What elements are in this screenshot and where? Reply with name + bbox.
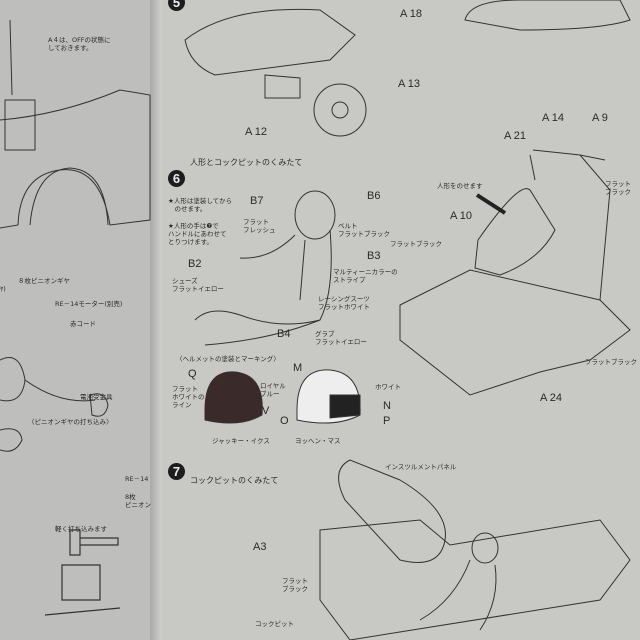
step-6-title: 人形とコックピットのくみたて [190,158,303,167]
partial-paren: ﾔ) [0,285,6,293]
dashboard-drawing [184,8,356,76]
part-a21: A 21 [504,130,527,142]
switch-drawing [4,19,36,151]
step-7-badge: 7 [168,463,185,480]
part-b6: B6 [367,190,381,202]
motor-label: RE－14モーター(別売) [55,300,123,308]
part-b3: B3 [367,250,381,262]
cockpit-label: コックピット [255,620,294,628]
helmet2-m: M [293,362,303,374]
helmet1-q: Q [188,368,197,380]
car-view-drawing [464,0,631,31]
part-b2: B2 [188,258,202,270]
suit-color-label: レーシングスーツ フラットホワイト [318,295,370,312]
wheel-arch-drawing [29,167,109,226]
instrument-panel-label: インスツルメントパネル [385,463,457,471]
step-6-badge: 6 [168,170,185,187]
cockpit-drawing [319,519,631,640]
helmet2-name: ヨッヘン・マス [295,437,341,445]
helmet1-name: ジャッキー・イクス [212,437,270,445]
part-a14: A 14 [542,112,565,124]
flat-black-label-4: フラット ブラック [282,577,308,594]
helmet2-o: O [280,415,289,427]
battery-clip-label: 電池受金具 [80,393,113,401]
figure-helmet-drawing [294,190,336,240]
note-paint-first: ★人形は塗装してから のせます。 [168,197,233,214]
hammer-drawing [44,529,121,616]
chassis-floor-drawing [399,269,631,396]
belt-color-label: ベルト フラットブラック [338,222,390,239]
helmet1-line-label: フラット ホワイトの ライン [172,385,205,410]
steering-wheel-drawing [313,83,367,137]
part-a12: A 12 [245,126,268,138]
pinion8-label: 8枚 ピニオン [125,493,151,510]
helmet1-v: V [262,405,270,417]
helmet-jacky-drawing [204,371,263,424]
note-hands: ★人形の手は❼で ハンドルにあわせて とりつけます。 [168,222,227,247]
helmet2-n: N [383,400,391,412]
flat-black-label-3: フラットブラック [585,358,637,366]
part-a18: A 18 [400,8,423,20]
helmet1-royal-blue: ロイヤル ブルー [260,382,286,399]
pinion-section-title: 〈ピニオンギヤの打ち込み〉 [28,418,113,426]
flat-black-label-1: フラット ブラック [605,180,631,197]
figure-body-drawing [194,229,332,346]
part-b7: B7 [250,195,264,207]
body-shell-drawing [0,89,151,229]
step-5-badge: 5 [168,0,185,11]
part-a9: A 9 [592,112,608,124]
helmet2-white: ホワイト [375,383,401,391]
a4-note: A４は、OFFの状態に しておきます。 [48,36,111,53]
page-gutter [150,0,162,640]
arrow-icon [475,193,507,215]
red-cord-label: 赤コード [70,320,96,328]
part-a24: A 24 [540,392,563,404]
flesh-color-label: フラット フレッシュ [243,218,276,235]
rollbar-drawing [529,149,611,301]
step-7-title: コックピットのくみたて [190,476,279,485]
motor-drawing [0,357,96,402]
helmet2-p: P [383,415,391,427]
part-a10: A 10 [450,210,473,222]
place-figure-label: 人形をのせます [437,182,483,190]
seat-drawing [474,188,556,276]
helmet-section-title: 〈ヘルメットの塗装とマーキング〉 [176,355,280,363]
figure-step7-drawing [471,532,499,564]
glove-color-label: グラブ フラットイエロー [315,330,367,347]
flat-black-label-2: フラットブラック [390,240,442,248]
pinion-gear-label: ８枚ピニオンギヤ [18,277,70,285]
part-b4: B4 [277,328,291,340]
stripe-label: マルティーニカラーの ストライプ [333,268,398,285]
part-a3: A3 [253,541,267,553]
shoes-color-label: シューズ フラットイエロー [172,277,224,294]
re14-label: RE－14 [125,475,149,483]
left-page [0,0,150,640]
column-drawing [264,74,301,99]
battery-clip-drawing [0,393,109,452]
tap-lightly-label: 軽く打ち込みます [55,525,107,533]
instrument-panel-drawing [338,459,446,563]
part-a13: A 13 [398,78,421,90]
